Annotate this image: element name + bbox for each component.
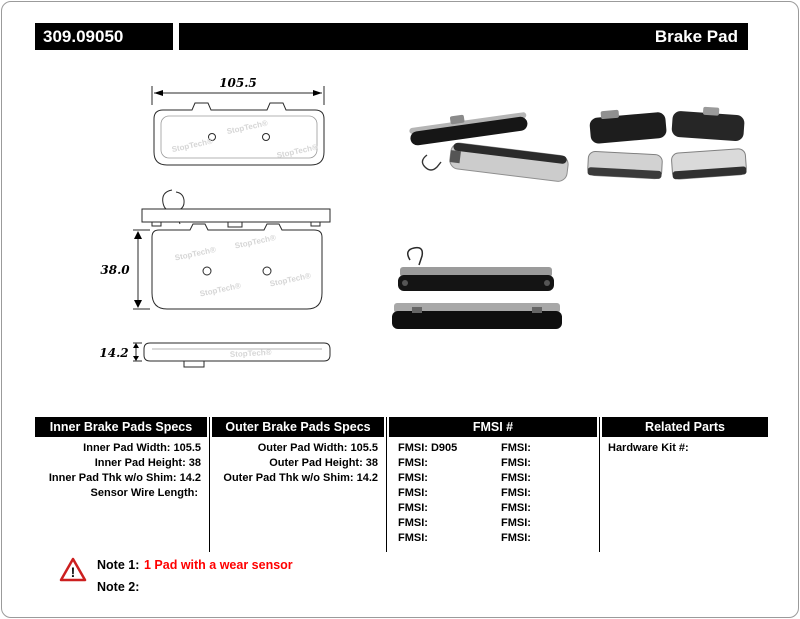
- fmsi-row: FMSI:: [501, 457, 531, 469]
- pad-front-drawing: StopTech® StopTech® StopTech® StopTech® …: [100, 189, 331, 310]
- fmsi-row: FMSI:: [398, 502, 428, 514]
- fmsi-row: FMSI:: [501, 517, 531, 529]
- note1-text: 1 Pad with a wear sensor: [144, 558, 293, 572]
- wear-sensor-drawing: [162, 189, 185, 212]
- fmsi-row: FMSI:: [398, 517, 428, 529]
- related-parts-header: Related Parts: [602, 417, 768, 437]
- artwork-canvas: 105.5 StopTech® StopTech® StopTech® Stop…: [99, 76, 747, 368]
- fmsi-row: FMSI:: [501, 502, 531, 514]
- fmsi-row: FMSI:: [398, 472, 428, 484]
- pad-thickness-drawing: StopTech® 14.2: [99, 342, 331, 368]
- fmsi-row: FMSI:: [501, 532, 531, 544]
- fmsi-row: FMSI:: [501, 472, 531, 484]
- wear-sensor-photo: [407, 246, 424, 266]
- inner-specs-header: Inner Brake Pads Specs: [35, 417, 207, 437]
- warning-icon: !: [59, 557, 87, 582]
- note1-label: Note 1:: [97, 558, 140, 572]
- spec-row: Outer Pad Thk w/o Shim:14.2: [223, 472, 378, 484]
- fmsi-row: FMSI:D905: [398, 442, 458, 454]
- outer-specs-body: Outer Pad Width:105.5 Outer Pad Height:3…: [212, 441, 384, 486]
- spec-row: Hardware Kit #:: [608, 442, 689, 454]
- inner-specs-body: Inner Pad Width:105.5 Inner Pad Height:3…: [35, 441, 207, 501]
- width-dimension-label: 105.5: [219, 76, 257, 90]
- fmsi-row: FMSI:: [398, 487, 428, 499]
- column-divider: [386, 417, 387, 552]
- spec-row: Outer Pad Width:105.5: [257, 442, 378, 454]
- photo-pad-profile: [392, 246, 562, 329]
- spec-row: Sensor Wire Length:: [90, 487, 198, 499]
- part-number: 309.09050: [35, 23, 173, 50]
- column-divider: [209, 417, 210, 552]
- svg-text:!: !: [71, 564, 76, 580]
- fmsi-header: FMSI #: [389, 417, 597, 437]
- spec-row: Inner Pad Height:38: [94, 457, 201, 469]
- fmsi-row: FMSI:: [398, 532, 428, 544]
- fmsi-body: FMSI:D905 FMSI: FMSI: FMSI: FMSI: FMSI: …: [392, 441, 598, 546]
- fmsi-row: FMSI:: [501, 442, 531, 454]
- height-dimension-label: 38.0: [100, 263, 130, 277]
- spec-row: Outer Pad Height:38: [269, 457, 378, 469]
- product-title: Brake Pad: [654, 27, 738, 46]
- spec-row: Inner Pad Width:105.5: [83, 442, 201, 454]
- watermark-text: StopTech®: [230, 348, 272, 359]
- fmsi-column-2: FMSI: FMSI: FMSI: FMSI: FMSI: FMSI: FMSI…: [495, 441, 598, 546]
- product-title-bar: Brake Pad: [179, 23, 748, 50]
- photo-pad-set: [587, 106, 747, 180]
- fmsi-row: FMSI:: [501, 487, 531, 499]
- photo-pad-pair: [409, 112, 569, 182]
- pad-rear-drawing: 105.5 StopTech® StopTech® StopTech®: [151, 76, 325, 166]
- thickness-dimension-label: 14.2: [99, 346, 128, 360]
- related-parts-body: Hardware Kit #:: [602, 441, 768, 456]
- wear-sensor-photo: [421, 154, 442, 171]
- fmsi-column-1: FMSI:D905 FMSI: FMSI: FMSI: FMSI: FMSI: …: [392, 441, 495, 546]
- spec-row: Inner Pad Thk w/o Shim:14.2: [48, 472, 201, 484]
- fmsi-row: FMSI:: [398, 457, 428, 469]
- column-divider: [599, 417, 600, 552]
- note2-label: Note 2:: [97, 580, 140, 594]
- outer-specs-header: Outer Brake Pads Specs: [212, 417, 384, 437]
